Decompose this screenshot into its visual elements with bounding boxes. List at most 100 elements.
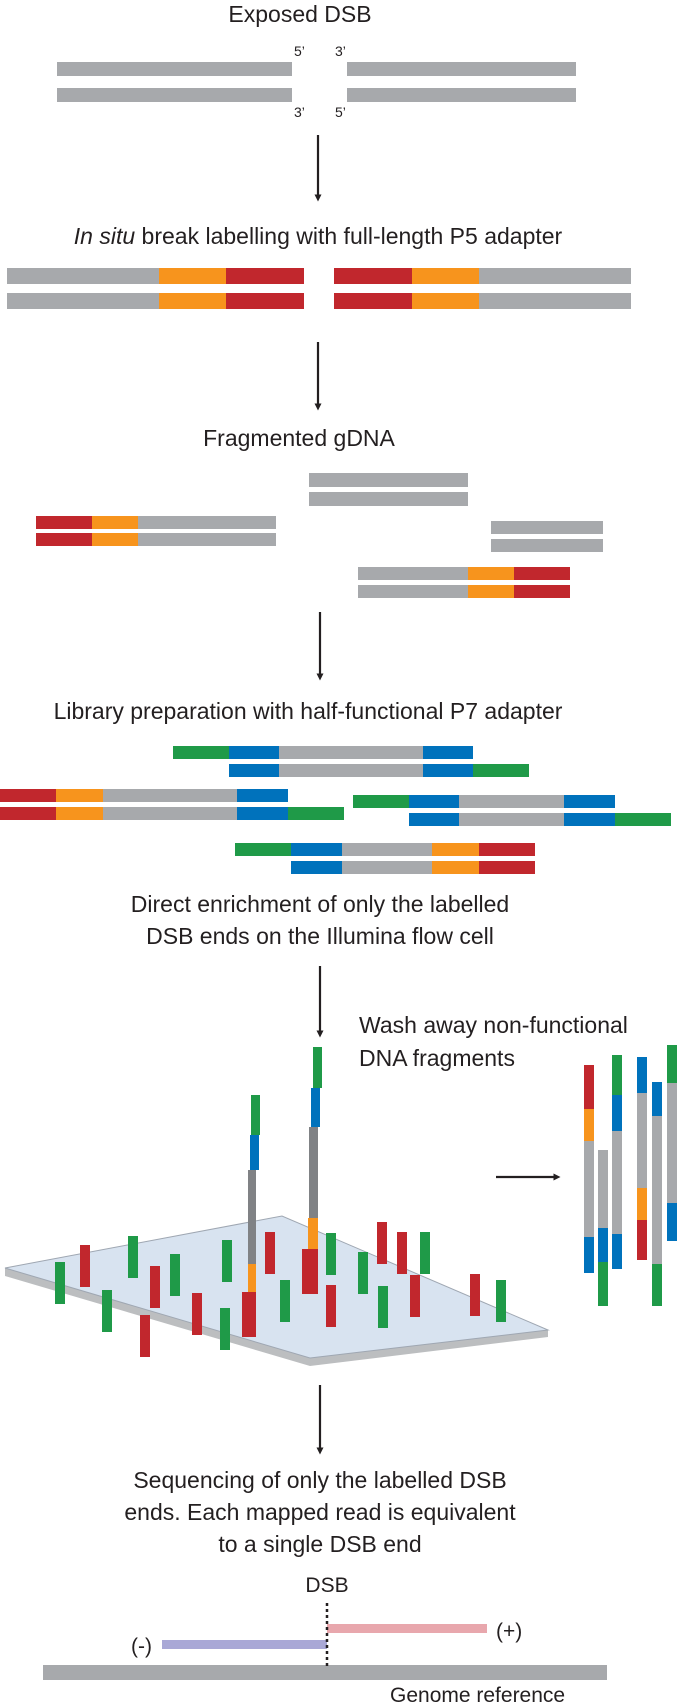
p7-adapter-segment	[652, 1264, 662, 1306]
plus-strand-read	[327, 1624, 487, 1633]
p5-index-segment	[159, 268, 226, 284]
p5-adapter-segment	[36, 533, 92, 546]
p7-oligo	[378, 1286, 388, 1328]
p5-index-segment	[308, 1218, 318, 1249]
p7-index-segment	[612, 1095, 622, 1131]
p7-adapter-segment	[173, 746, 229, 759]
p5-oligo	[326, 1285, 336, 1327]
p5-oligo	[242, 1292, 256, 1337]
genome-reference-panel: DSB (-) (+) Genome reference	[43, 1574, 607, 1705]
dna-strand	[584, 1141, 594, 1237]
p5-adapter-segment	[334, 293, 412, 309]
dna-strand	[459, 813, 564, 826]
p5-adapter-segment	[479, 843, 535, 856]
dna-strand	[138, 516, 276, 529]
p7-adapter-segment	[353, 795, 409, 808]
p7-oligo	[170, 1254, 180, 1296]
p7-index-segment	[598, 1228, 608, 1262]
dna-strand	[598, 1190, 608, 1228]
exposed-dsb-strands	[57, 62, 576, 102]
p5-adapter-segment	[36, 516, 92, 529]
p7-index-segment	[237, 807, 288, 820]
p5-adapter-segment	[226, 293, 304, 309]
p5-oligo	[140, 1315, 150, 1357]
p5-oligo	[192, 1293, 202, 1335]
dsb-label: DSB	[305, 1574, 348, 1597]
p7-adapter-segment	[598, 1262, 608, 1306]
p5-index-segment	[468, 567, 514, 580]
p5-adapter-segment	[334, 268, 412, 284]
dna-strand	[309, 1127, 318, 1218]
title-exposed-dsb: Exposed DSB	[228, 1, 371, 27]
p7-oligo	[55, 1262, 65, 1304]
dna-strand	[103, 807, 237, 820]
title-enrichment-line2: DSB ends on the Illumina flow cell	[146, 923, 494, 949]
p5-adapter-segment	[514, 567, 570, 580]
p5-index-segment	[92, 533, 138, 546]
dna-strand	[479, 293, 631, 309]
p7-index-segment	[423, 746, 473, 759]
dna-strand	[637, 1093, 647, 1188]
dna-strand	[347, 62, 576, 76]
dna-strand	[598, 1150, 608, 1190]
p7-index-segment	[311, 1088, 320, 1127]
dna-strand	[358, 585, 468, 598]
p7-index-segment	[564, 813, 615, 826]
dna-strand	[279, 746, 423, 759]
title-sequencing-line1: Sequencing of only the labelled DSB	[133, 1467, 506, 1493]
p7-oligo	[220, 1308, 230, 1350]
p5-adapter-segment	[479, 861, 535, 874]
p7-index-segment	[250, 1135, 259, 1170]
title-library-preparation: Library preparation with half-functional…	[54, 698, 563, 724]
p7-index-segment	[291, 861, 342, 874]
dna-strand	[103, 789, 237, 802]
dna-strand	[459, 795, 564, 808]
p7-index-segment	[423, 764, 473, 777]
p7-adapter-segment	[615, 813, 671, 826]
title-sequencing-line3: to a single DSB end	[218, 1531, 421, 1557]
dna-strand	[491, 521, 603, 534]
p7-oligo	[420, 1232, 430, 1274]
p5-oligo	[470, 1274, 480, 1316]
p5-index-segment	[412, 268, 479, 284]
p5-adapter-segment	[226, 268, 304, 284]
p7-adapter-segment	[473, 764, 529, 777]
labelled-dsb-ends	[7, 268, 631, 309]
dna-strand	[248, 1170, 256, 1264]
p5-index-segment	[56, 807, 103, 820]
title-fragmented-gdna: Fragmented gDNA	[203, 425, 395, 451]
p7-index-segment	[229, 764, 279, 777]
p7-index-segment	[637, 1057, 647, 1093]
p5-index-segment	[159, 293, 226, 309]
title-wash-line2: DNA fragments	[359, 1045, 515, 1071]
title-in-situ-labelling: In situ break labelling with full-length…	[74, 223, 563, 249]
label-5prime-left: 5’	[294, 43, 305, 59]
dna-strand	[491, 539, 603, 552]
minus-strand-label: (-)	[131, 1635, 152, 1658]
dna-strand	[358, 567, 468, 580]
bound-fragment-right	[302, 1047, 322, 1294]
dna-strand	[309, 492, 468, 506]
p7-index-segment	[237, 789, 288, 802]
p5-index-segment	[412, 293, 479, 309]
minus-strand-read	[162, 1640, 327, 1649]
p7-index-segment	[409, 795, 459, 808]
p5-index-segment	[468, 585, 514, 598]
p7-index-segment	[291, 843, 342, 856]
washed-fragments	[584, 1045, 677, 1306]
p7-index-segment	[667, 1203, 677, 1241]
flow-cell	[4, 1047, 550, 1366]
dna-strand	[342, 843, 432, 856]
p7-oligo	[326, 1233, 336, 1275]
p7-oligo	[222, 1240, 232, 1282]
p7-index-segment	[409, 813, 459, 826]
label-3prime-right: 3’	[335, 43, 346, 59]
p5-index-segment	[584, 1109, 594, 1141]
p5-index-segment	[92, 516, 138, 529]
library-fragments	[0, 746, 671, 874]
p5-adapter-segment	[637, 1220, 647, 1260]
p7-adapter-segment	[235, 843, 291, 856]
dna-strand	[138, 533, 276, 546]
p7-index-segment	[652, 1082, 662, 1116]
